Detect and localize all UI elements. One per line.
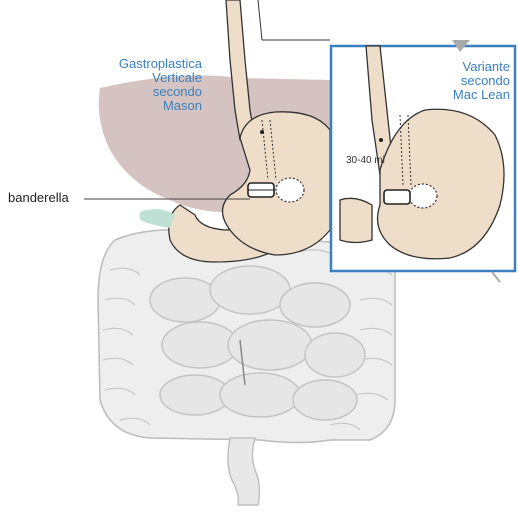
variant-label-line1: Variante: [430, 60, 510, 74]
small-intestine: [150, 266, 365, 420]
variant-label-line2: secondo: [430, 74, 510, 88]
procedure-label-line4: Mason: [100, 99, 202, 113]
procedure-label-line1: Gastroplastica: [100, 57, 202, 71]
staple-window: [276, 178, 304, 202]
volume-label: 30-40 ml: [346, 156, 385, 166]
variant-label: Variante secondo Mac Lean: [430, 60, 510, 102]
variant-label-line3: Mac Lean: [430, 88, 510, 102]
procedure-label-line2: Verticale: [100, 71, 202, 85]
procedure-label: Gastroplastica Verticale secondo Mason: [100, 57, 202, 113]
inset-gastric-band: [384, 190, 410, 204]
procedure-label-line3: secondo: [100, 85, 202, 99]
band-label: banderella: [8, 191, 69, 204]
rectum: [228, 438, 260, 505]
